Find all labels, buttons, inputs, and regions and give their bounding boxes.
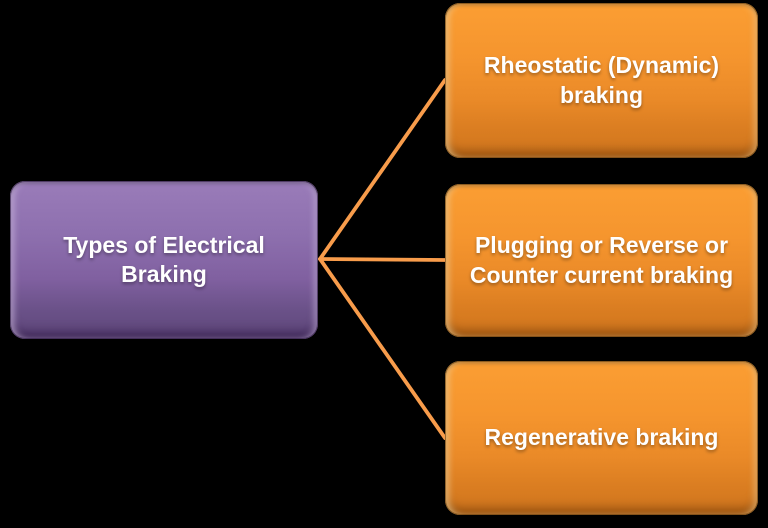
connector-middle <box>318 257 447 262</box>
root-node-label: Types of Electrical Braking <box>63 231 265 287</box>
branch-node-rheostatic-braking: Rheostatic (Dynamic) braking <box>445 3 758 158</box>
branch-node-plugging-braking: Plugging or Reverse or Counter current b… <box>445 184 758 337</box>
branch-node-label: Rheostatic (Dynamic) braking <box>483 52 720 108</box>
branch-node-regenerative-braking: Regenerative braking <box>445 361 758 515</box>
branch-node-label: Regenerative braking <box>484 424 719 451</box>
connector-top <box>318 78 447 261</box>
root-node-types-of-electrical-braking: Types of Electrical Braking <box>10 181 318 339</box>
connector-bottom <box>318 257 447 440</box>
branch-node-label: Plugging or Reverse or Counter current b… <box>469 232 734 288</box>
